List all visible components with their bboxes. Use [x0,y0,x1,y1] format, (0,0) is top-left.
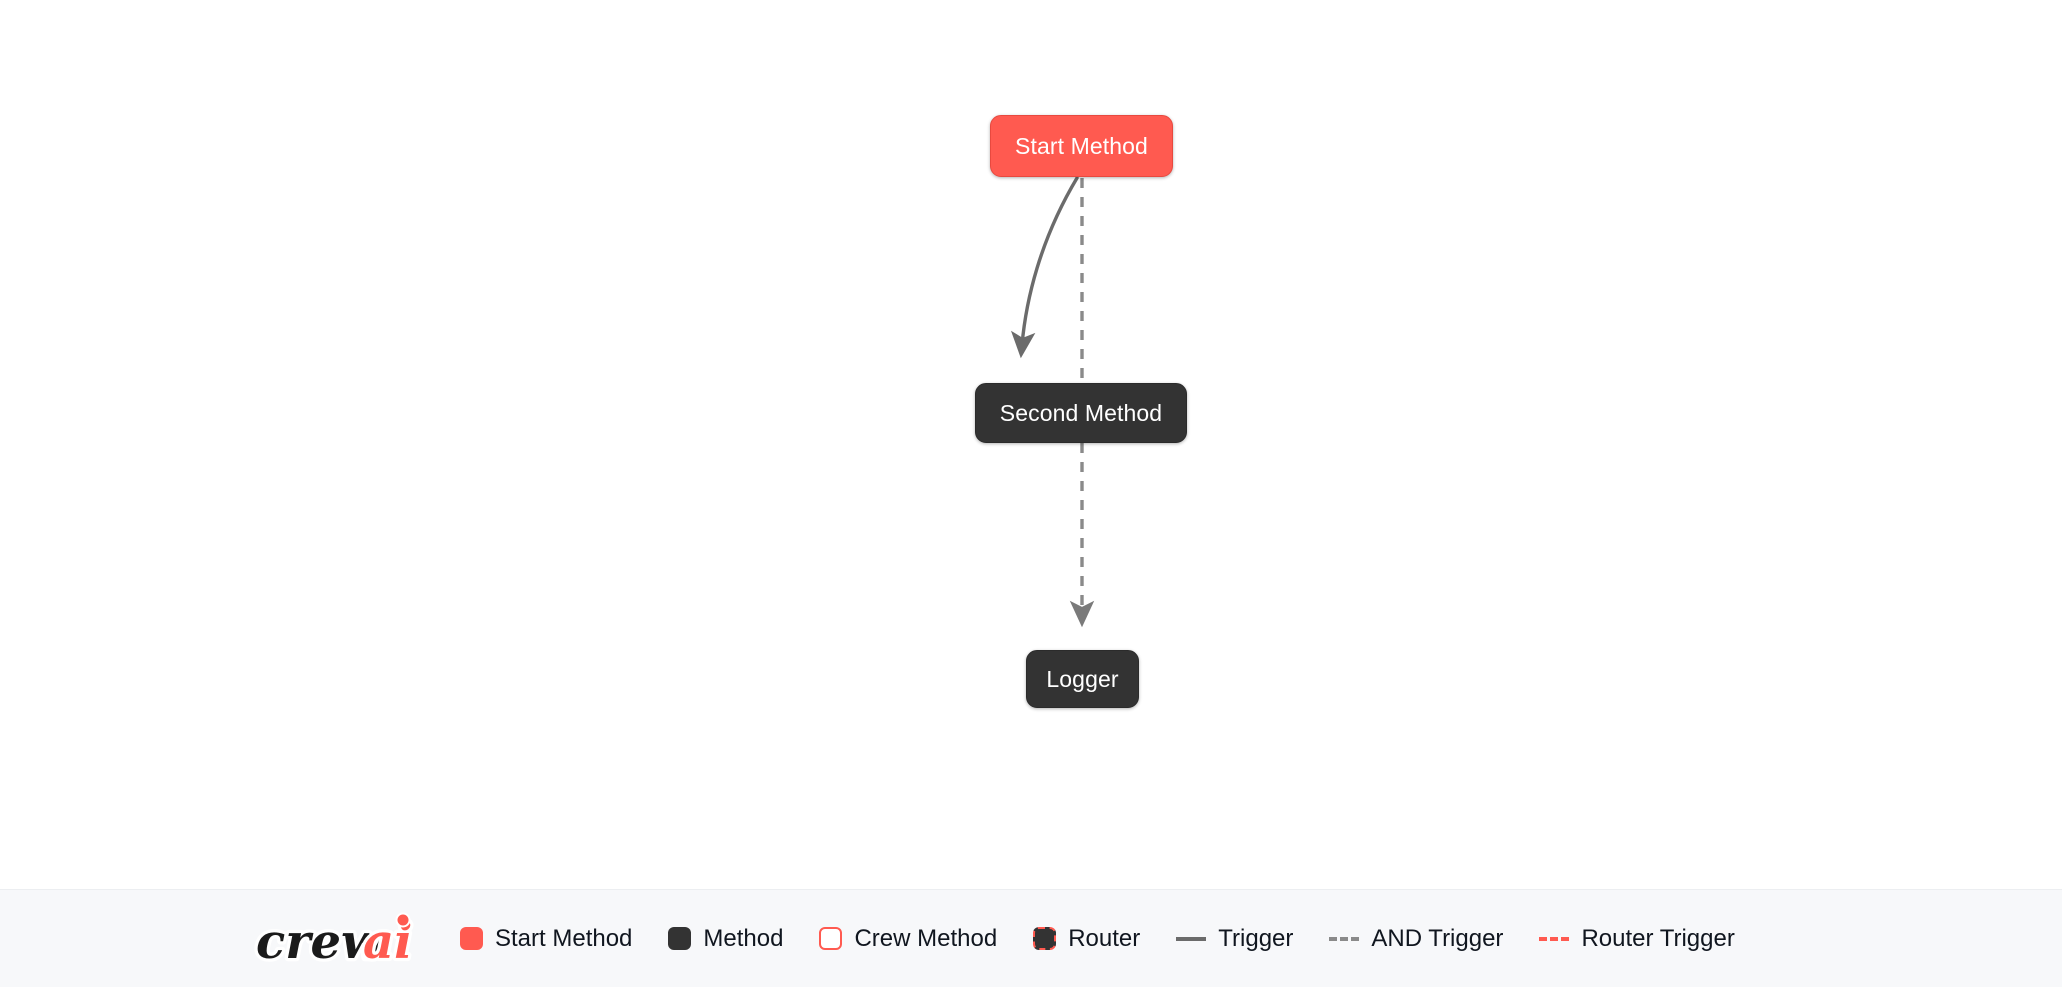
svg-text:crew: crew [256,914,384,970]
legend-label: Crew Method [854,924,998,952]
svg-text:crew: crew [256,914,384,970]
trigger-line-icon [1176,936,1207,941]
crewai-logo: crew crew ai ai [253,910,416,970]
method-swatch-icon [668,927,692,950]
router-trigger-line-icon [1539,936,1570,941]
router-swatch-icon [1033,927,1057,950]
legend-label: Router [1068,924,1141,952]
legend-label: Router Trigger [1581,924,1735,952]
legend-item-trigger: Trigger [1176,924,1294,952]
node-label: Start Method [1015,132,1148,159]
legend-item-router: Router [1033,924,1141,952]
start-method-swatch-icon [460,927,483,950]
flow-canvas[interactable]: Start Method Second Method Logger [0,0,2062,889]
node-label: Logger [1046,665,1119,692]
and-trigger-line-icon [1329,936,1360,941]
legend-label: Trigger [1218,924,1294,952]
legend-item-router-trigger: Router Trigger [1539,924,1735,952]
legend-item-and-trigger: AND Trigger [1329,924,1504,952]
node-second-method[interactable]: Second Method [975,383,1187,443]
legend-item-start-method: Start Method [460,924,633,952]
crew-method-swatch-icon [819,927,843,950]
node-label: Second Method [999,399,1163,426]
legend-label: AND Trigger [1371,924,1504,952]
legend-label: Method [703,924,784,952]
node-logger[interactable]: Logger [1026,650,1139,708]
edge-trigger-start-to-second [1010,176,1079,359]
legend-label: Start Method [495,924,633,952]
node-start-method[interactable]: Start Method [990,115,1173,177]
legend-bar: crew crew ai ai Start Method Method Crew… [0,889,2062,987]
legend-item-method: Method [668,924,784,952]
legend-item-crew-method: Crew Method [819,924,998,952]
